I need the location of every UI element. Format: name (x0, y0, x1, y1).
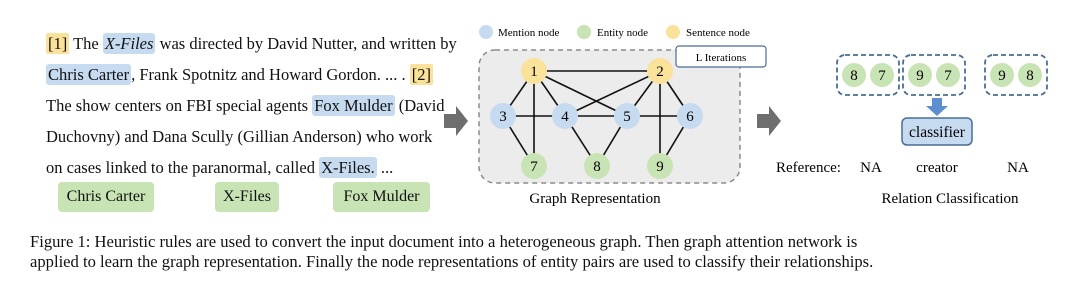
classification-title: Relation Classification (881, 191, 1019, 207)
classifier-arrow (926, 98, 948, 116)
node-label-8: 8 (593, 159, 601, 175)
entity-node-8 (584, 153, 610, 179)
doc-line: The show centers on FBI special agents F… (46, 90, 446, 121)
mention-node-4 (552, 103, 578, 129)
pair-entity-node (842, 63, 866, 87)
iterations-box (675, 45, 767, 68)
sentence-marker: [1] (46, 33, 70, 54)
pair-node-label: 7 (944, 68, 952, 84)
reference-label: Reference: (776, 160, 841, 176)
node-label-4: 4 (561, 109, 569, 125)
doc-line: on cases linked to the paranormal, calle… (46, 152, 446, 183)
mention-highlight: Chris Carter (46, 64, 132, 85)
arrow-graph-to-classify (757, 106, 781, 136)
sentence-marker: [2] (409, 64, 433, 85)
doc-text: ... (376, 158, 394, 177)
doc-line: Chris Carter, Frank Spotnitz and Howard … (46, 59, 446, 90)
arrow-doc-to-graph (444, 106, 468, 136)
entity-node-9 (647, 153, 673, 179)
iterations-label: L Iterations (696, 52, 747, 64)
mention-node-3 (490, 103, 516, 129)
doc-text: , Frank Spotnitz and Howard Gordon. ... … (131, 65, 410, 84)
mention-highlight: X-Files (102, 33, 156, 54)
node-label-6: 6 (686, 109, 694, 125)
pair-node-label: 7 (878, 68, 886, 84)
doc-text: The show centers on FBI special agents (46, 96, 313, 115)
pair-entity-node (936, 63, 960, 87)
legend-sentence-label: Sentence node (686, 27, 750, 39)
pair-entity-node (870, 63, 894, 87)
mention-node-6 (677, 103, 703, 129)
pair-entity-node (990, 63, 1014, 87)
pair-entity-node (908, 63, 932, 87)
mention-highlight: X-Files. (319, 157, 377, 178)
pair-node-label: 9 (998, 68, 1006, 84)
reference-pair-3: NA (1007, 160, 1029, 176)
doc-text: on cases linked to the paranormal, calle… (46, 158, 320, 177)
reference-pair-2: creator (916, 160, 958, 176)
mention-highlight: Fox Mulder (312, 95, 395, 116)
pair-node-label: 8 (850, 68, 858, 84)
legend-entity-dot (577, 25, 591, 39)
mention-node-5 (614, 103, 640, 129)
figure-caption: Figure 1: Heuristic rules are used to co… (30, 232, 1060, 272)
pair-node-label: 9 (916, 68, 924, 84)
doc-text: The (69, 34, 103, 53)
caption-line-2: applied to learn the graph representatio… (30, 252, 874, 271)
node-label-7: 7 (530, 159, 538, 175)
node-label-9: 9 (656, 159, 664, 175)
node-label-2: 2 (656, 64, 664, 80)
doc-text: Duchovny) and Dana Scully (Gillian Ander… (46, 127, 433, 146)
entity-pairs: 8 7 9 7 9 8 (836, 54, 1048, 96)
legend-entity-label: Entity node (597, 27, 648, 39)
legend-mention-label: Mention node (498, 27, 560, 39)
doc-line: Duchovny) and Dana Scully (Gillian Ander… (46, 121, 446, 152)
entity-node-7 (521, 153, 547, 179)
node-label-1: 1 (530, 64, 538, 80)
node-label-5: 5 (623, 109, 631, 125)
legend-sentence-dot (666, 25, 680, 39)
caption-line-1: Figure 1: Heuristic rules are used to co… (30, 232, 858, 251)
doc-text: was directed by David Nutter, and writte… (155, 34, 457, 53)
doc-line: [1] The X-Files was directed by David Nu… (46, 28, 457, 59)
sentence-node-2 (647, 58, 673, 84)
classifier-box (901, 117, 973, 146)
legend-mention-dot (479, 25, 493, 39)
entity-chip-chris-carter: Chris Carter (58, 182, 154, 212)
sentence-node-1 (521, 58, 547, 84)
reference-pair-1: NA (860, 160, 882, 176)
classifier-label: classifier (909, 124, 966, 141)
doc-text: (David (394, 96, 445, 115)
node-label-3: 3 (499, 109, 507, 125)
document-text: [1] The X-Files was directed by David Nu… (46, 28, 457, 183)
pair-node-label: 8 (1026, 68, 1034, 84)
diagram-canvas: Mention node Entity node Sentence node L… (444, 25, 1048, 207)
entity-chip-fox-mulder: Fox Mulder (333, 182, 430, 212)
graph-title: Graph Representation (529, 191, 661, 207)
pair-entity-node (1018, 63, 1042, 87)
entity-chip-x-files: X-Files (215, 182, 279, 212)
graph-nodes: 1 2 3 4 5 6 7 8 9 (490, 58, 703, 179)
